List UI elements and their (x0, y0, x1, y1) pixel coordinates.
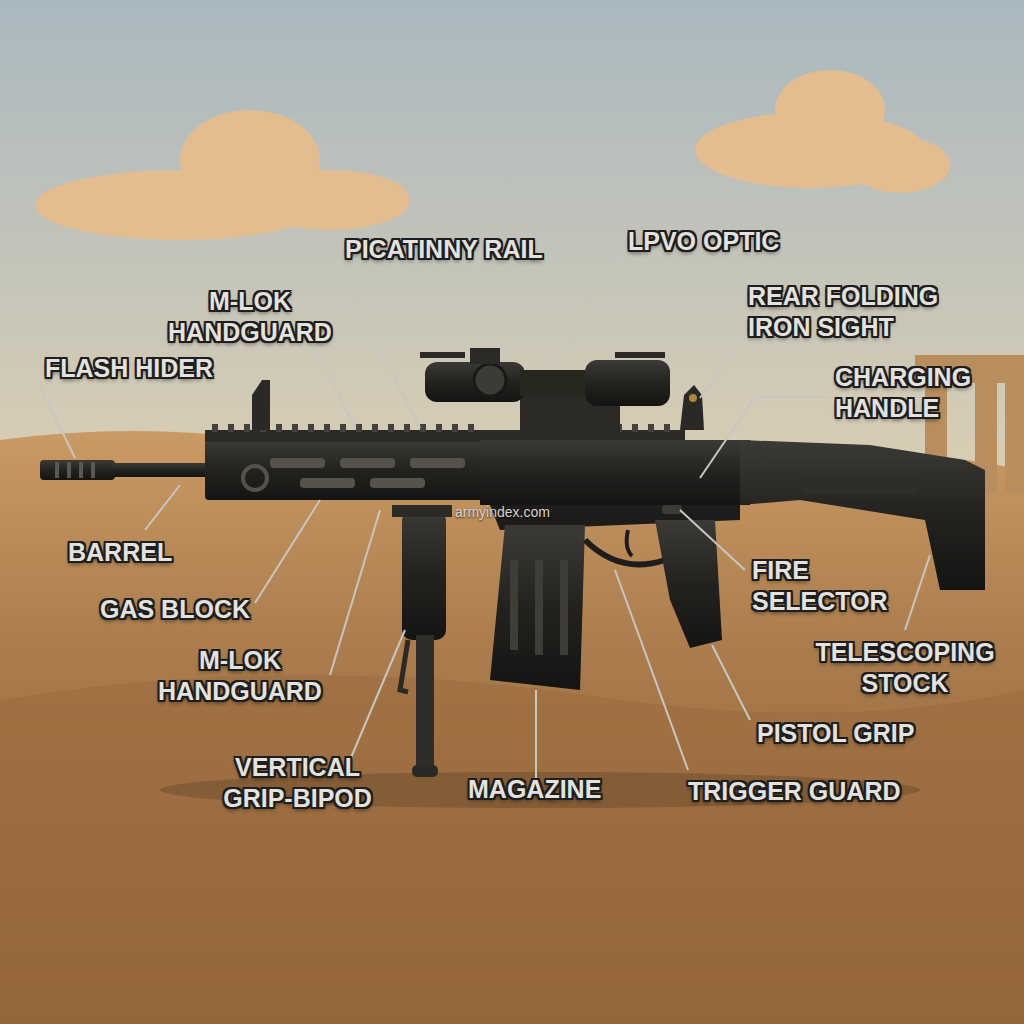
part-label: MAGAZINE (468, 774, 648, 805)
watermark: armyindex.com (455, 503, 595, 521)
part-label: FIRE SELECTOR (752, 555, 902, 617)
part-label: PICATINNY RAIL (345, 234, 575, 265)
part-label: REAR FOLDING IRON SIGHT (748, 281, 948, 343)
part-label: BARREL (68, 537, 218, 568)
desert-ground (0, 431, 1024, 1024)
rifle-illustration (40, 348, 985, 808)
part-label: CHARGING HANDLE (835, 362, 985, 424)
part-label: GAS BLOCK (100, 594, 280, 625)
part-label: M-LOK HANDGUARD (160, 286, 340, 348)
part-label: LPVO OPTIC (628, 226, 828, 257)
part-label: TELESCOPING STOCK (810, 637, 1000, 699)
part-label: VERTICAL GRIP-BIPOD (205, 752, 390, 814)
clouds (35, 70, 950, 240)
part-label: FLASH HIDER (45, 353, 265, 384)
part-label: TRIGGER GUARD (688, 776, 938, 807)
part-label: M-LOK HANDGUARD (150, 645, 330, 707)
part-label: PISTOL GRIP (757, 718, 957, 749)
desert-foreground (0, 675, 1024, 1024)
